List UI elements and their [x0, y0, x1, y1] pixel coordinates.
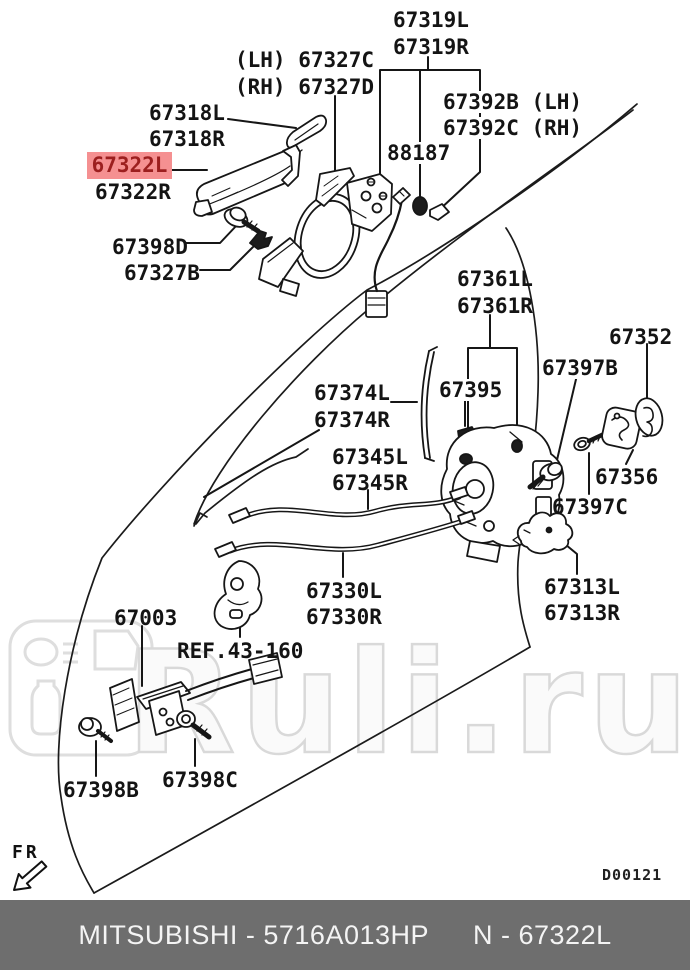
part-label-67327C: (LH) 67327C [235, 48, 375, 72]
part-label-67345L: 67345L [332, 445, 408, 469]
part-label-88187: 88187 [387, 141, 451, 165]
bolt-67398C-drawing [176, 710, 212, 740]
drawing-number: D00121 [602, 866, 663, 884]
inside-handle-drawing [213, 560, 263, 630]
part-label-67398B: 67398B [63, 778, 139, 802]
part-drawings [78, 114, 664, 743]
door-check-drawing [109, 652, 283, 736]
part-label-67322R: 67322R [95, 180, 171, 204]
part-label-67345R: 67345R [332, 471, 408, 495]
part-label-67313L: 67313L [544, 575, 620, 599]
part-label-67392B: 67392B (LH) [443, 90, 583, 114]
screw-67397C-drawing [573, 431, 607, 452]
lock-rod-drawing [420, 346, 438, 462]
bolt-67398D-drawing [223, 206, 261, 234]
part-label-67319R: 67319R [393, 35, 469, 59]
part-label-67318L: 67318L [149, 101, 225, 125]
harness-88187-drawing [365, 187, 411, 318]
ring-67352-drawing [634, 397, 664, 438]
part-label-67392C: 67392C (RH) [443, 116, 583, 140]
part-label-67313R: 67313R [544, 601, 620, 625]
footer-part-number: N - 67322L [473, 919, 612, 950]
part-label-67327D: (RH) 67327D [235, 75, 375, 99]
part-label-67319L: 67319L [393, 8, 469, 32]
part-label-67352: 67352 [609, 325, 673, 349]
outer-handle-drawing [193, 144, 301, 217]
part-label-67318R: 67318R [149, 127, 225, 151]
front-direction-arrow-icon [13, 860, 48, 891]
footer-brand-code: MITSUBISHI - 5716A013HP [78, 919, 430, 950]
watermark-text: Ruli.ru [126, 621, 690, 786]
part-label-67330R: 67330R [306, 605, 382, 629]
part-label-67397C: 67397C [552, 495, 628, 519]
clip-67392-drawing [429, 203, 450, 221]
part-label-67361L: 67361L [457, 267, 533, 291]
clip-67356-drawing [601, 406, 642, 450]
lock-cables-drawing [214, 486, 476, 558]
footer-bar: MITSUBISHI - 5716A013HP N - 67322L [0, 900, 690, 970]
bolt-67397B-drawing [527, 461, 563, 490]
part-label-67361R: 67361R [457, 294, 533, 318]
bezel-ring-drawing [258, 167, 361, 297]
front-direction-label: FR [12, 842, 40, 863]
part-label-67395: 67395 [439, 378, 503, 402]
latch-frame-drawing [346, 173, 393, 232]
bolt-67398B-drawing [78, 717, 113, 743]
clip-67327B-drawing [249, 230, 273, 250]
part-label-67322L-highlighted: 67322L [87, 152, 172, 179]
part-label-67398C: 67398C [162, 768, 238, 792]
part-label-67374R: 67374R [314, 408, 390, 432]
part-label-67327B: 67327B [124, 261, 200, 285]
grommet-drawing [412, 196, 428, 216]
bracket-67313-drawing [512, 511, 574, 555]
part-label-ref-43-160: REF.43-160 [177, 639, 304, 663]
part-label-67374L: 67374L [314, 381, 390, 405]
part-label-67398D: 67398D [112, 235, 188, 259]
part-label-67397B: 67397B [542, 356, 618, 380]
part-label-67356: 67356 [595, 465, 659, 489]
part-label-67003: 67003 [114, 606, 178, 630]
part-label-67330L: 67330L [306, 579, 382, 603]
